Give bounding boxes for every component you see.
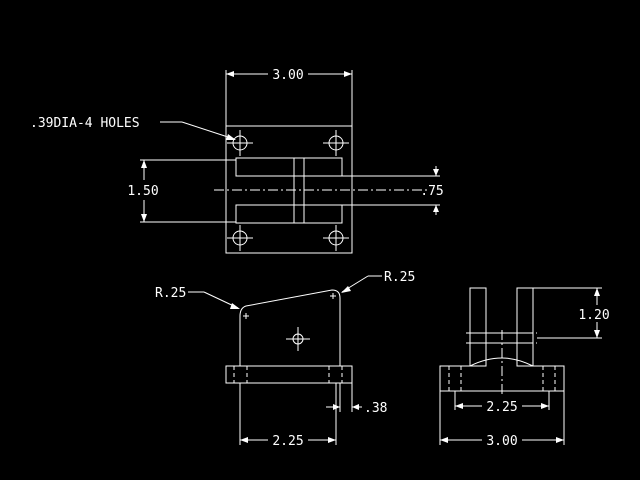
front-spacing-label: 2.25	[272, 434, 303, 449]
side-width-dimension: 3.00	[439, 391, 565, 449]
top-view-upper-slot	[235, 157, 343, 177]
side-width-label: 3.00	[486, 434, 517, 449]
top-width-dimension: 3.00	[225, 68, 353, 126]
front-view-hidden-holes	[233, 366, 343, 383]
side-view-base	[439, 357, 565, 392]
front-left-radius-callout: R.25	[155, 286, 240, 309]
front-view-base	[225, 365, 353, 384]
top-slot-label: .75	[420, 184, 443, 199]
side-view-right-upright	[516, 287, 534, 367]
front-spacing-dimension: 2.25	[239, 383, 337, 449]
hole-center-marks	[227, 130, 349, 251]
front-right-radius-label: R.25	[384, 270, 415, 285]
side-height-label: 1.20	[578, 308, 609, 323]
side-spacing-dimension: 2.25	[454, 391, 550, 415]
front-view-upright	[239, 289, 341, 366]
hole-note-label: .39DIA-4 HOLES	[30, 116, 140, 131]
front-left-radius-label: R.25	[155, 286, 186, 301]
front-view-radius-centers	[243, 293, 336, 319]
side-view-left-upright	[469, 287, 487, 367]
front-offset-dimension: .38	[326, 383, 387, 416]
side-spacing-label: 2.25	[486, 400, 517, 415]
side-height-dimension: 1.20	[533, 287, 610, 339]
top-width-label: 3.00	[272, 68, 303, 83]
top-view-lower-slot	[235, 204, 343, 224]
top-view-holes	[227, 130, 349, 251]
top-height-label: 1.50	[127, 184, 158, 199]
front-right-radius-callout: R.25	[341, 270, 415, 293]
top-height-dimension: 1.50	[127, 159, 236, 223]
top-slot-dimension: .75	[342, 166, 444, 215]
front-offset-label: .38	[364, 401, 387, 416]
side-view: 1.20 2.25 3.00	[439, 287, 610, 449]
front-view-center-mark	[286, 327, 310, 351]
front-view: R.25 R.25 .38 2.25	[155, 270, 415, 449]
hole-note-leader: .39DIA-4 HOLES	[30, 116, 236, 140]
top-view-plate-outline	[225, 125, 353, 254]
top-view: 3.00 1.50 .75 .39DIA-4 HOLES	[30, 68, 444, 254]
